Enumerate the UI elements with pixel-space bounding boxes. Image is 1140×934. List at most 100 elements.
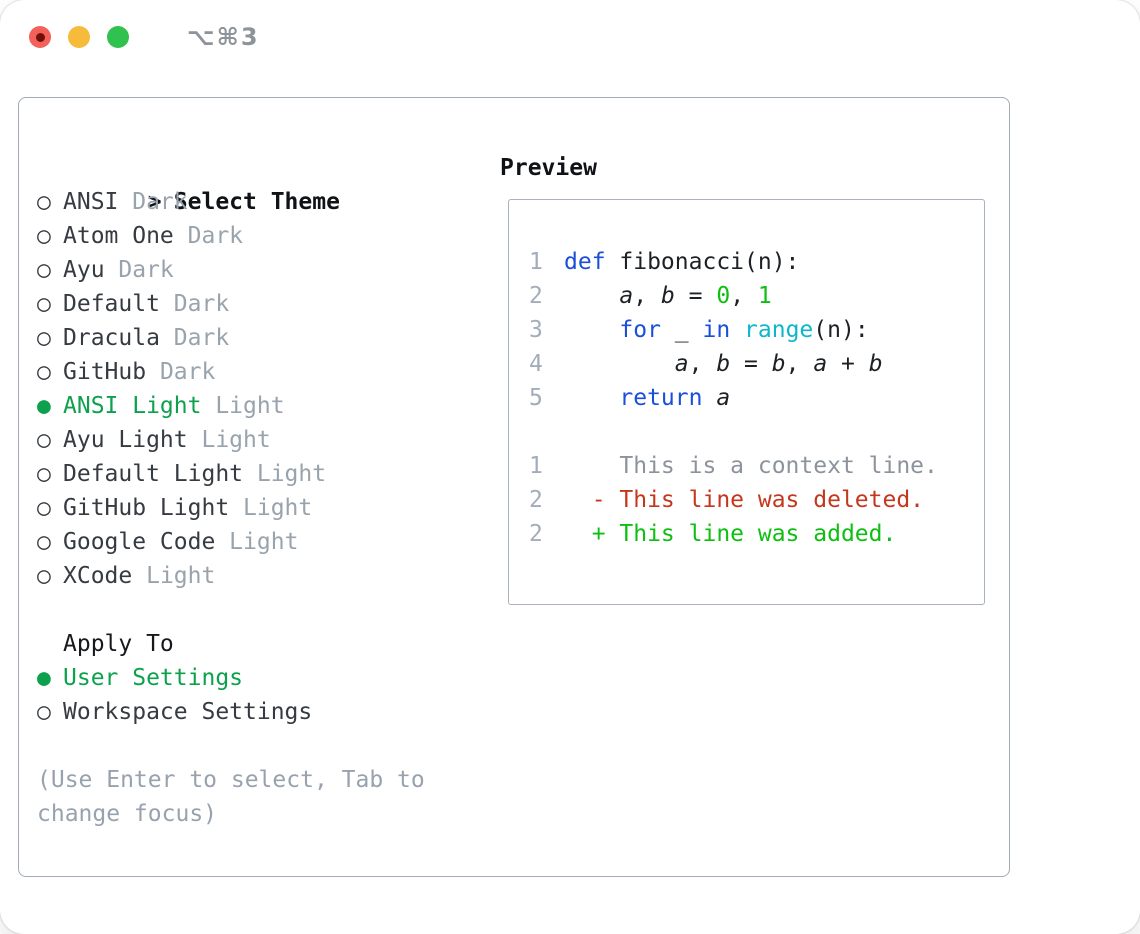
theme-option-github[interactable]: ○ GitHub Dark xyxy=(37,355,465,389)
code-token-var: a xyxy=(813,351,828,377)
code-token-plain: , xyxy=(730,283,758,309)
code-token-var: a xyxy=(716,385,731,411)
theme-name: Dracula xyxy=(63,325,160,351)
theme-option-github-light[interactable]: ○ GitHub Light Light xyxy=(37,491,465,525)
radio-icon: ○ xyxy=(37,427,51,453)
code-line xyxy=(529,415,984,449)
theme-variant-tag: Light xyxy=(229,495,313,521)
code-token-plain: fibonacci(n): xyxy=(605,249,800,275)
theme-name: Ayu xyxy=(63,257,105,283)
line-number: 1 xyxy=(529,453,543,479)
code-token-plain xyxy=(564,279,619,313)
theme-name: GitHub xyxy=(63,359,147,385)
line-number: 2 xyxy=(529,283,543,309)
line-number: 2 xyxy=(529,487,543,513)
theme-option-xcode[interactable]: ○XCode Light xyxy=(37,559,465,593)
code-token-plain: (n): xyxy=(813,317,869,343)
theme-name: ANSI xyxy=(63,189,119,215)
selected-radio-icon: ● xyxy=(37,665,51,691)
theme-list: ○ANSI Dark○Atom One Dark○Ayu Dark○Defaul… xyxy=(37,185,465,593)
radio-icon: ○ xyxy=(37,359,51,385)
hint-text: (Use Enter to select, Tab to change focu… xyxy=(37,767,425,827)
apply-to-header: Apply To xyxy=(63,631,174,657)
theme-variant-tag: Light xyxy=(215,529,299,555)
theme-option-atom-one[interactable]: ○Atom One Dark xyxy=(37,219,465,253)
line-number: 3 xyxy=(529,317,543,343)
theme-variant-tag: Dark xyxy=(146,359,216,385)
theme-name: GitHub Light xyxy=(63,495,230,521)
line-number: 2 xyxy=(529,521,543,547)
code-token-var: b xyxy=(716,351,731,377)
theme-variant-tag: Dark xyxy=(159,291,230,317)
radio-icon: ○ xyxy=(37,223,51,249)
code-line: 3 for _ in range(n): xyxy=(529,313,984,347)
radio-icon: ○ xyxy=(37,189,51,215)
code-token-plain: , xyxy=(785,351,814,377)
code-token-plain: = xyxy=(674,283,717,309)
minimize-button[interactable] xyxy=(68,26,90,48)
code-token-del: - This line was deleted. xyxy=(564,487,925,513)
select-theme-title: Select Theme xyxy=(173,189,340,215)
theme-variant-tag: Light xyxy=(132,563,216,589)
select-theme-header: > Select Theme xyxy=(37,151,465,215)
code-token-add: + This line was added. xyxy=(564,521,897,547)
theme-variant-tag: Dark xyxy=(104,257,174,283)
code-token-plain xyxy=(564,381,619,415)
code-token-plain xyxy=(564,347,675,381)
theme-option-default-light[interactable]: ○Default Light Light xyxy=(37,457,465,491)
theme-list-column: >Select Theme ○ANSI Dark○Atom One Dark○A… xyxy=(37,151,465,831)
code-token-plain xyxy=(702,381,716,415)
code-token-lit: 0 xyxy=(716,283,731,309)
radio-icon: ○ xyxy=(37,563,51,589)
theme-variant-tag: Dark xyxy=(118,189,188,215)
code-token-lit: 1 xyxy=(757,283,772,309)
radio-icon: ○ xyxy=(37,291,51,317)
code-token-fn: range xyxy=(744,317,814,343)
code-token-plain: = xyxy=(730,351,772,377)
code-line: 1 This is a context line. xyxy=(529,449,984,483)
selected-radio-icon: ● xyxy=(37,393,51,419)
zoom-button[interactable] xyxy=(107,26,129,48)
theme-name: Default Light xyxy=(63,461,244,487)
apply-option-user-settings[interactable]: ● User Settings xyxy=(37,661,465,695)
preview-header: Preview xyxy=(500,155,597,181)
code-line: 5 return a xyxy=(529,381,984,415)
code-token-ctx: This is a context line. xyxy=(564,453,938,479)
theme-option-default[interactable]: ○Default Dark xyxy=(37,287,465,321)
theme-option-ayu[interactable]: ○Ayu Dark xyxy=(37,253,465,287)
apply-option-workspace-settings[interactable]: ○ Workspace Settings xyxy=(37,695,465,729)
theme-name: ANSI Light xyxy=(63,393,202,419)
close-dot-icon xyxy=(35,32,45,42)
close-button[interactable] xyxy=(29,26,51,48)
code-token-var: b xyxy=(868,351,883,377)
code-line: 2 - This line was deleted. xyxy=(529,483,984,517)
theme-option-ansi[interactable]: ○ ANSI Dark xyxy=(37,185,465,219)
theme-option-ansi-light[interactable]: ● ANSI Light Light xyxy=(37,389,465,423)
code-line: 2 + This line was added. xyxy=(529,517,984,551)
apply-option-label: User Settings xyxy=(63,665,244,691)
line-number: 5 xyxy=(529,385,543,411)
code-token-kw: in xyxy=(702,317,731,343)
theme-option-google-code[interactable]: ○Google Code Light xyxy=(37,525,465,559)
cursor-icon: > xyxy=(147,189,162,215)
radio-icon: ○ xyxy=(37,529,51,555)
code-token-plain: , xyxy=(688,351,717,377)
radio-icon: ○ xyxy=(37,325,51,351)
apply-option-label: Workspace Settings xyxy=(63,699,313,725)
theme-variant-tag: Light xyxy=(243,461,327,487)
code-line: 2 a, b = 0, 1 xyxy=(529,279,984,313)
theme-option-ayu-light[interactable]: ○Ayu Light Light xyxy=(37,423,465,457)
radio-icon: ○ xyxy=(37,495,51,521)
code-token-var: a xyxy=(619,283,634,309)
theme-name: Ayu Light xyxy=(63,427,188,453)
theme-option-dracula[interactable]: ○Dracula Dark xyxy=(37,321,465,355)
theme-variant-tag: Light xyxy=(201,393,285,419)
theme-selector-panel: >Select Theme ○ANSI Dark○Atom One Dark○A… xyxy=(18,97,1010,877)
line-number: 1 xyxy=(529,249,543,275)
line-number: 4 xyxy=(529,351,543,377)
theme-variant-tag: Dark xyxy=(173,223,244,249)
radio-icon: ○ xyxy=(37,699,51,725)
